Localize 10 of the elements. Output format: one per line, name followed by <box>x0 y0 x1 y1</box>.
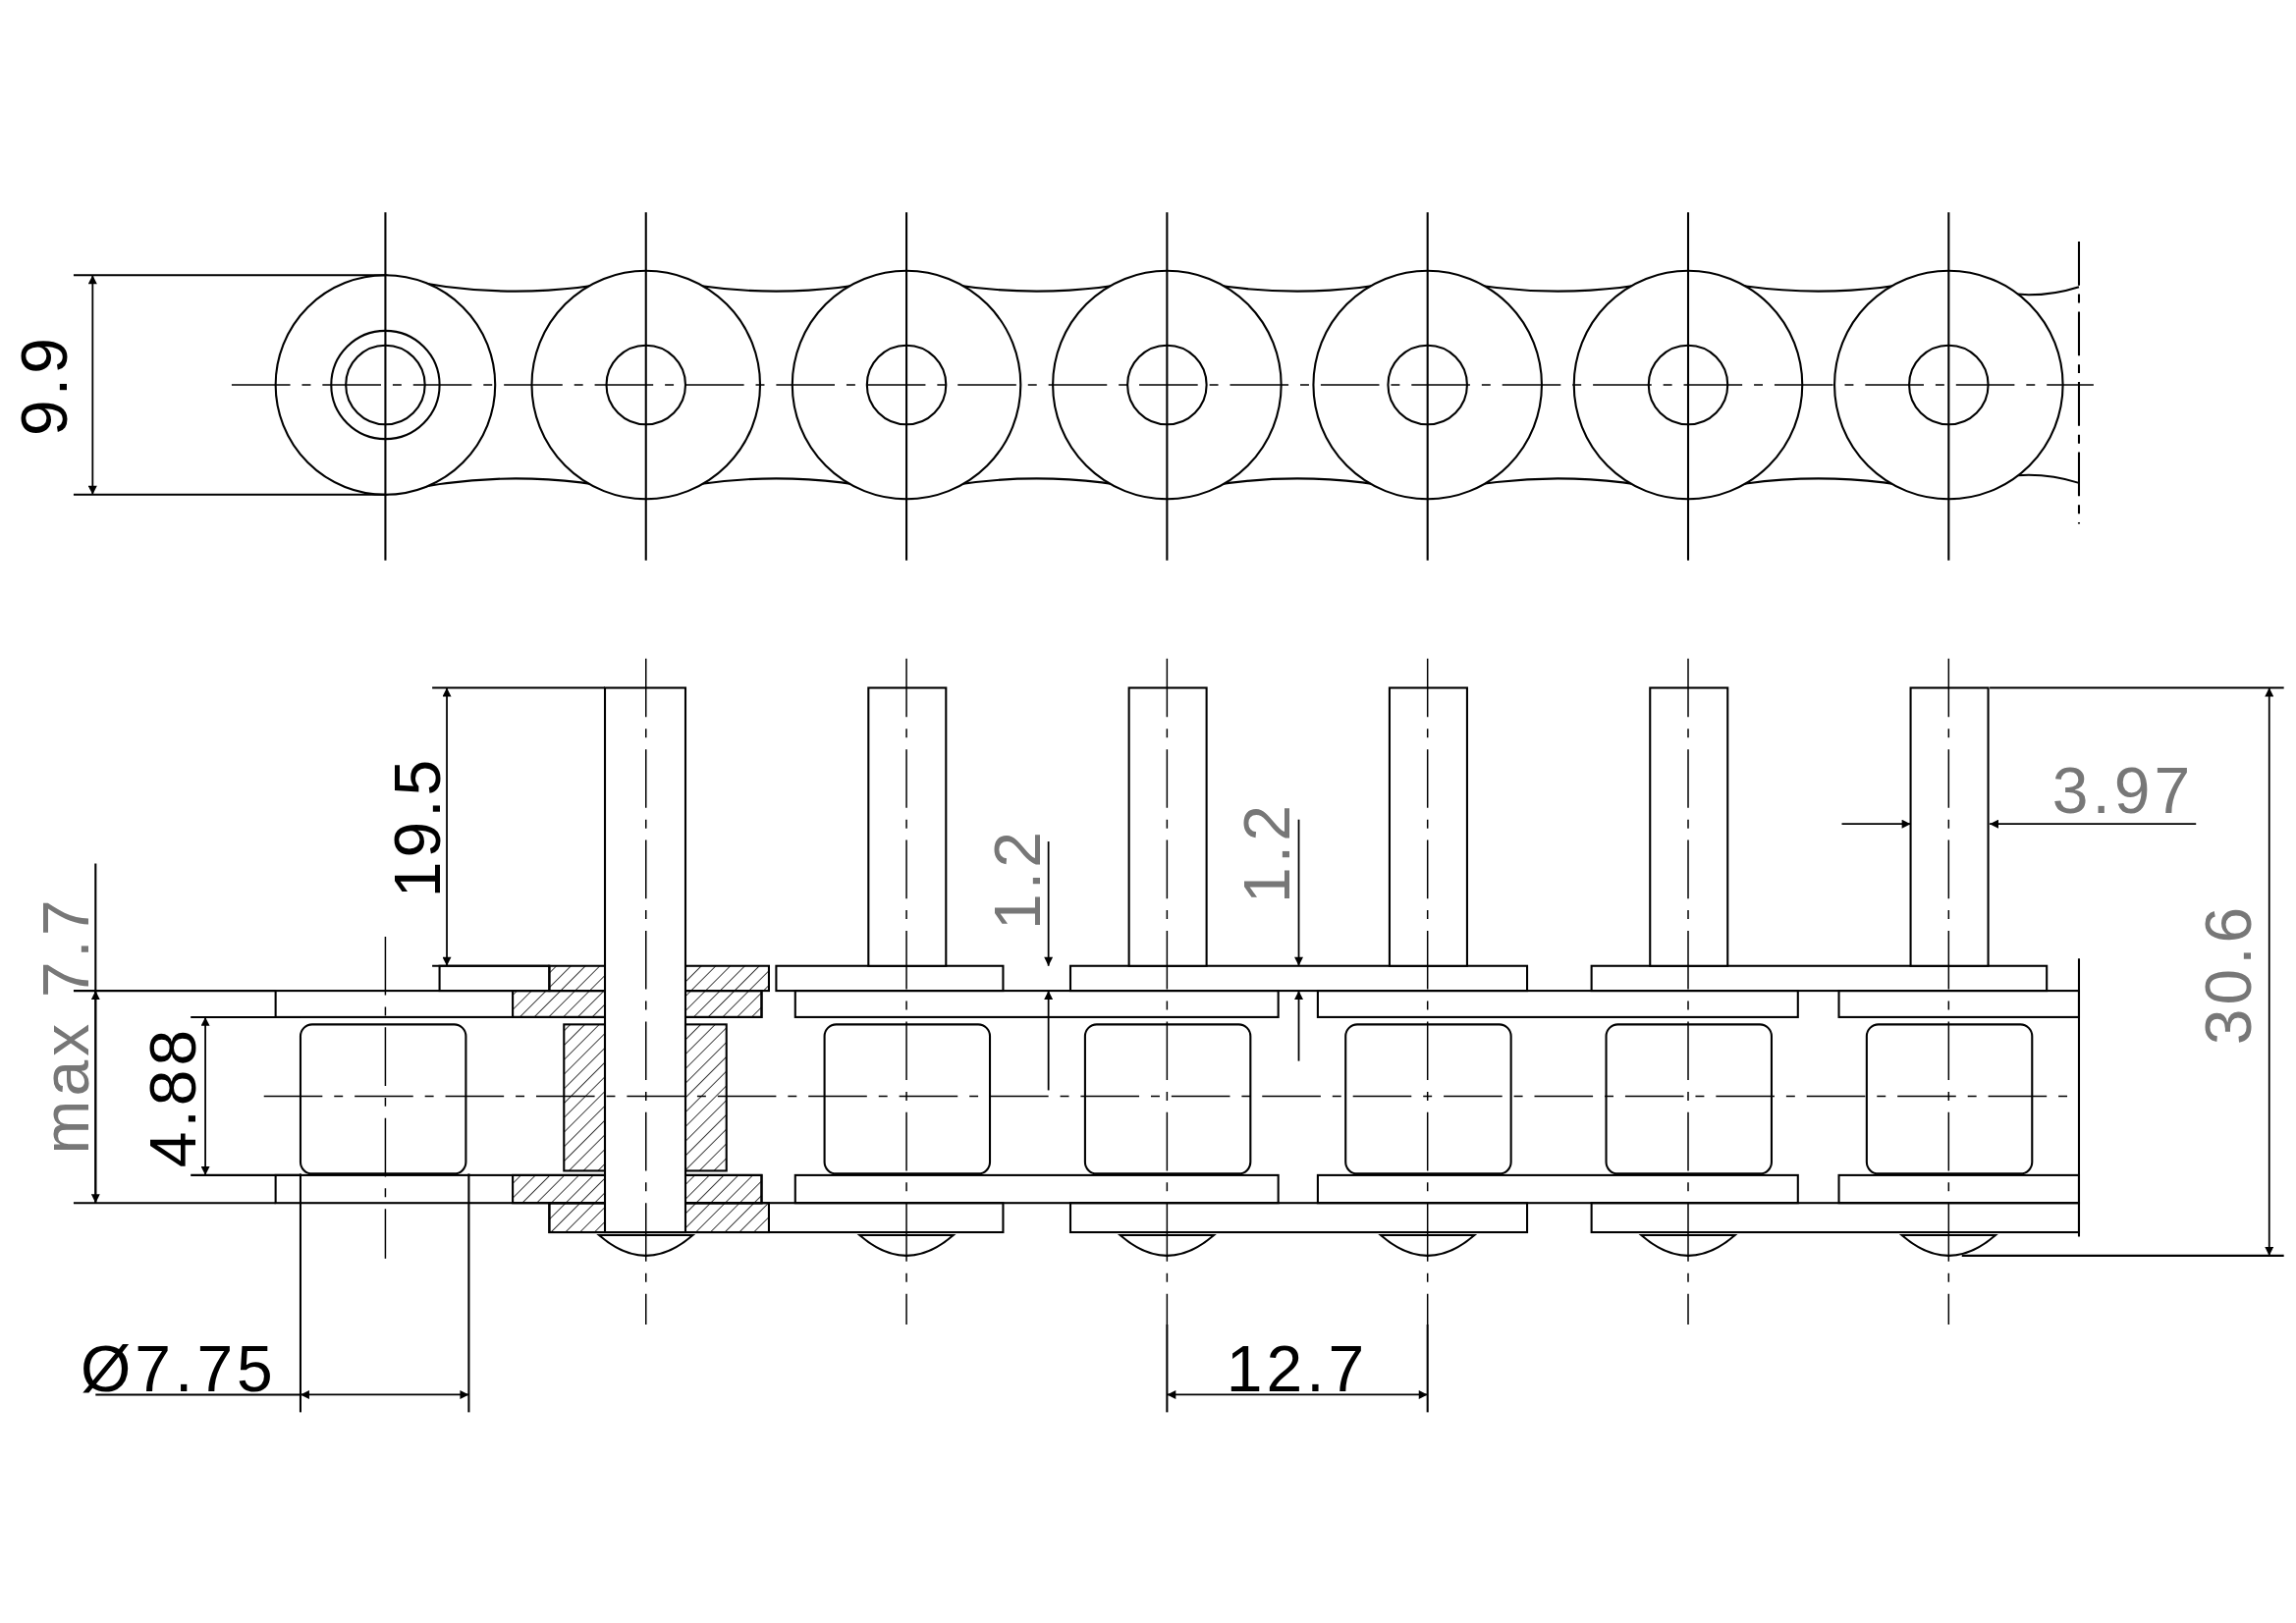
dimension-label: 19.5 <box>384 756 450 898</box>
dimension-label: 1.2 <box>985 827 1051 930</box>
dimension-label: Ø7.75 <box>81 1336 277 1402</box>
dimension-label: 9.9 <box>11 334 77 436</box>
dimension-label: 4.88 <box>139 1025 205 1168</box>
dimension-label: 1.2 <box>1233 800 1299 903</box>
dimension-label: max 7.7 <box>33 895 99 1155</box>
dimension-label: 3.97 <box>2051 758 2195 824</box>
dimension-label: 12.7 <box>1226 1336 1369 1402</box>
dimension-label: 30.6 <box>2196 902 2262 1045</box>
